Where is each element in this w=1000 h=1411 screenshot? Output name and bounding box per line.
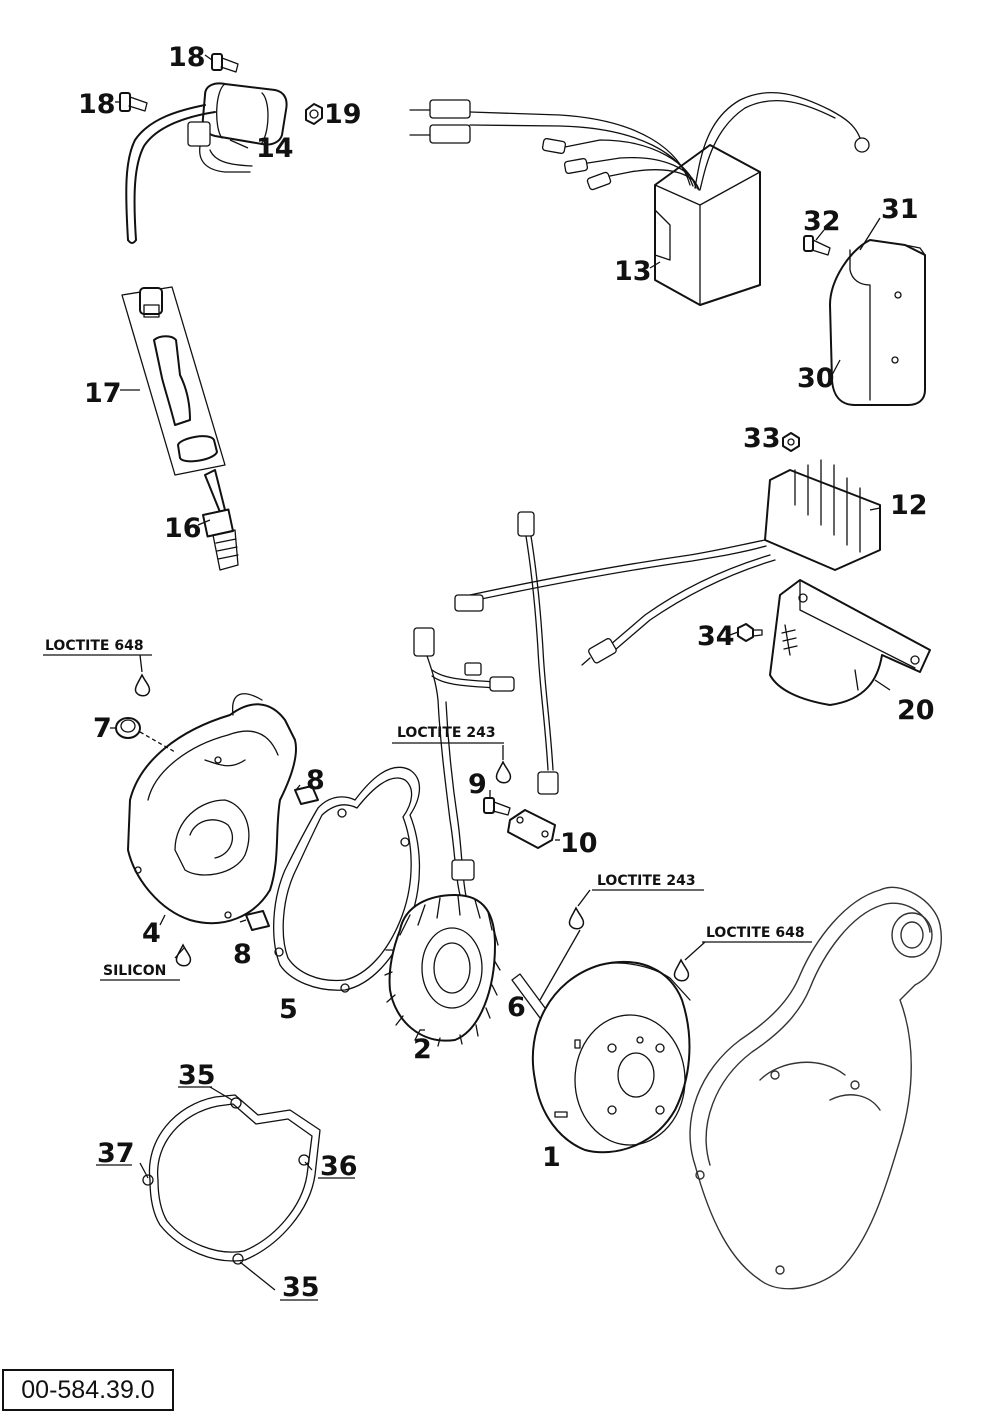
label-part-34: 34	[697, 621, 735, 652]
label-part-30: 30	[797, 363, 835, 394]
screw-32	[803, 235, 831, 256]
drop-loctite-648-right	[673, 958, 690, 982]
screw-9	[483, 797, 511, 816]
note-silicon: SILICON	[100, 963, 180, 981]
label-part-17: 17	[84, 378, 122, 409]
label-part-31: 31	[881, 194, 919, 225]
label-part-20: 20	[897, 695, 935, 726]
label-part-18-top: 18	[168, 42, 206, 73]
label-part-33: 33	[743, 423, 781, 454]
screw-18-top	[211, 53, 239, 73]
nut-33	[782, 432, 800, 452]
cdi-bracket	[829, 239, 926, 406]
plug-7	[115, 717, 176, 753]
label-part-35-bottom: 35	[282, 1272, 320, 1303]
drop-loctite-243-mid	[495, 760, 512, 784]
label-part-36: 36	[320, 1151, 358, 1182]
spark-plug	[201, 469, 239, 571]
svg-text:LOCTITE 243: LOCTITE 243	[397, 725, 496, 741]
lower-gasket	[142, 1094, 321, 1265]
label-part-8-top: 8	[306, 765, 325, 796]
drawing-code: 00-584.39.0	[2, 1369, 174, 1411]
cdi-unit	[409, 92, 870, 306]
svg-text:LOCTITE 648: LOCTITE 648	[706, 925, 805, 941]
note-loctite-243-right: LOCTITE 243	[592, 873, 704, 891]
label-part-16: 16	[164, 513, 202, 544]
label-part-10: 10	[560, 828, 598, 859]
label-part-6: 6	[507, 992, 526, 1023]
flywheel-rotor	[531, 960, 691, 1154]
label-part-12: 12	[890, 490, 928, 521]
label-part-19: 19	[324, 99, 362, 130]
label-part-4: 4	[142, 918, 161, 949]
label-part-7: 7	[93, 713, 112, 744]
drop-loctite-648-left	[134, 673, 151, 697]
stator	[384, 627, 515, 1047]
label-part-37: 37	[97, 1138, 135, 1169]
label-part-13: 13	[614, 256, 652, 287]
spark-plug-cap	[121, 286, 226, 476]
svg-text:LOCTITE 243: LOCTITE 243	[597, 873, 696, 889]
note-loctite-648-right: LOCTITE 648	[702, 925, 812, 943]
leader-lines	[110, 54, 891, 1291]
svg-text:LOCTITE 648: LOCTITE 648	[45, 638, 144, 654]
screw-18-left	[119, 92, 148, 112]
bushing-8-top	[294, 785, 319, 805]
ignition-cover	[127, 693, 297, 925]
crankcase-outline	[689, 886, 942, 1290]
screw-34	[737, 623, 763, 642]
bushing-8-bottom	[245, 910, 270, 931]
label-part-9: 9	[468, 769, 487, 800]
voltage-regulator	[454, 459, 881, 666]
note-loctite-648-left: LOCTITE 648	[43, 638, 152, 656]
label-part-18-left: 18	[78, 89, 116, 120]
pulser-coil	[507, 511, 559, 849]
label-part-8-bottom: 8	[233, 939, 252, 970]
drop-loctite-243-right	[568, 906, 585, 930]
note-loctite-243-mid: LOCTITE 243	[392, 725, 504, 744]
label-part-2: 2	[413, 1034, 432, 1065]
label-part-1: 1	[542, 1142, 561, 1173]
label-part-5: 5	[279, 994, 298, 1025]
nut-19	[305, 103, 323, 125]
svg-text:SILICON: SILICON	[103, 963, 166, 979]
ignition-coil	[125, 82, 288, 244]
label-part-32: 32	[803, 206, 841, 237]
regulator-bracket	[769, 579, 931, 706]
label-part-35-top: 35	[178, 1060, 216, 1091]
label-part-14: 14	[256, 133, 294, 164]
